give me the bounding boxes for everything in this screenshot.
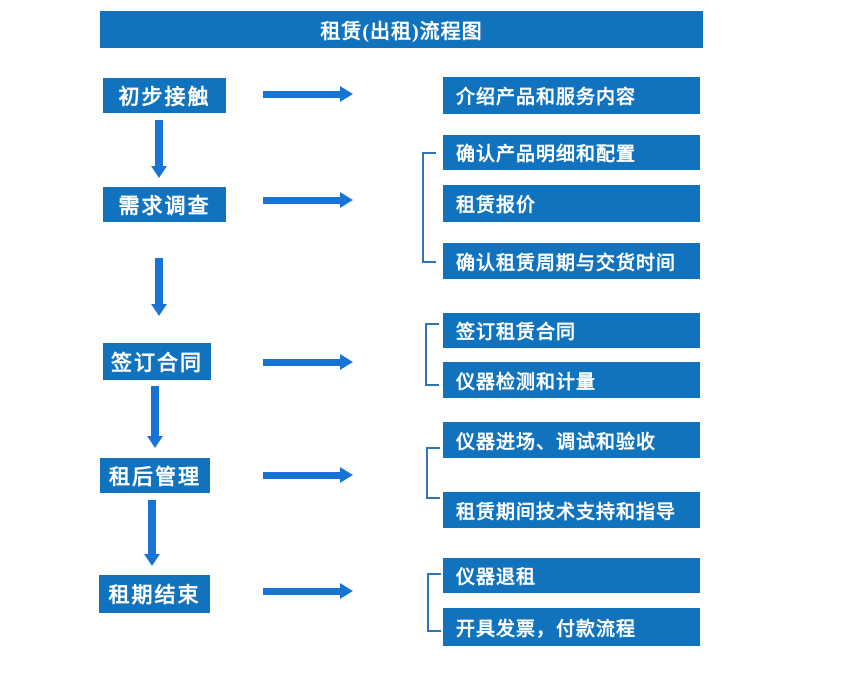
down-arrow-head: [144, 554, 160, 566]
group-bracket-demand-survey: [422, 152, 436, 263]
down-arrow: [144, 500, 160, 566]
down-arrow-shaft: [155, 258, 163, 304]
detail-box-confirm-period-delivery: 确认租赁周期与交货时间: [443, 243, 700, 279]
stage-box-rental-end: 租期结束: [99, 575, 210, 613]
stage-box-initial-contact: 初步接触: [103, 78, 226, 113]
group-bracket-rental-end: [427, 573, 441, 632]
right-arrow: [263, 86, 353, 102]
down-arrow: [151, 258, 167, 316]
detail-box-technical-support: 租赁期间技术支持和指导: [443, 492, 700, 528]
detail-box-confirm-product-config: 确认产品明细和配置: [443, 135, 700, 170]
stage-box-sign-contract: 签订合同: [103, 343, 211, 380]
down-arrow-head: [151, 304, 167, 316]
down-arrow-shaft: [155, 120, 163, 166]
right-arrow: [263, 192, 353, 208]
group-bracket-sign-contract: [425, 323, 439, 386]
right-arrow-head: [340, 192, 353, 208]
detail-box-sign-rental-contract: 签订租赁合同: [443, 313, 700, 348]
right-arrow-head: [340, 86, 353, 102]
right-arrow-shaft: [263, 196, 340, 204]
detail-box-rental-quotation: 租赁报价: [443, 185, 700, 222]
down-arrow: [147, 386, 163, 448]
stage-box-post-rental-management: 租后管理: [100, 458, 210, 493]
right-arrow-shaft: [263, 471, 340, 479]
right-arrow: [263, 583, 353, 599]
right-arrow-head: [340, 354, 353, 370]
right-arrow-head: [340, 583, 353, 599]
detail-box-introduce-products: 介绍产品和服务内容: [443, 77, 700, 114]
detail-box-instrument-commissioning: 仪器进场、调试和验收: [443, 422, 700, 458]
page-title: 租赁(出租)流程图: [320, 21, 483, 43]
down-arrow-head: [147, 436, 163, 448]
down-arrow-shaft: [148, 500, 156, 554]
title-bar: 租赁(出租)流程图: [100, 11, 703, 48]
group-bracket-post-rental: [426, 447, 440, 499]
down-arrow: [151, 120, 167, 178]
detail-box-invoice-payment: 开具发票，付款流程: [443, 608, 700, 646]
right-arrow-shaft: [263, 587, 340, 595]
right-arrow-head: [340, 467, 353, 483]
detail-box-instrument-return: 仪器退租: [443, 558, 700, 593]
right-arrow-shaft: [263, 90, 340, 98]
down-arrow-head: [151, 166, 167, 178]
detail-box-instrument-testing: 仪器检测和计量: [443, 362, 700, 398]
right-arrow-shaft: [263, 358, 340, 366]
right-arrow: [263, 354, 353, 370]
right-arrow: [263, 467, 353, 483]
stage-box-demand-survey: 需求调查: [103, 187, 226, 222]
down-arrow-shaft: [151, 386, 159, 436]
